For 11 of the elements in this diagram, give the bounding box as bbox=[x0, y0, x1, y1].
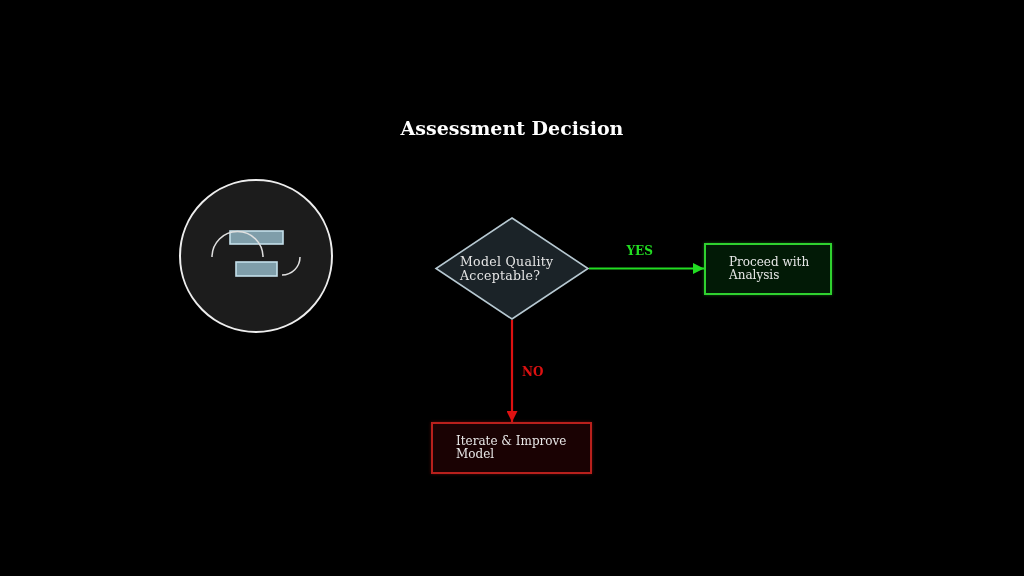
edge-label: YES bbox=[626, 243, 653, 258]
edge-label: NO bbox=[522, 365, 544, 379]
arrow bbox=[589, 263, 704, 274]
process-box bbox=[704, 243, 832, 295]
decision-diamond bbox=[435, 217, 589, 320]
diagram-title: Assessment Decision bbox=[400, 116, 624, 141]
box-text: Iterate & Improve Model bbox=[456, 435, 568, 461]
decision-text: Model Quality Acceptable? bbox=[460, 254, 555, 283]
arrow bbox=[506, 320, 518, 422]
process-box bbox=[431, 422, 592, 474]
box-text: Proceed with Analysis bbox=[729, 256, 811, 282]
